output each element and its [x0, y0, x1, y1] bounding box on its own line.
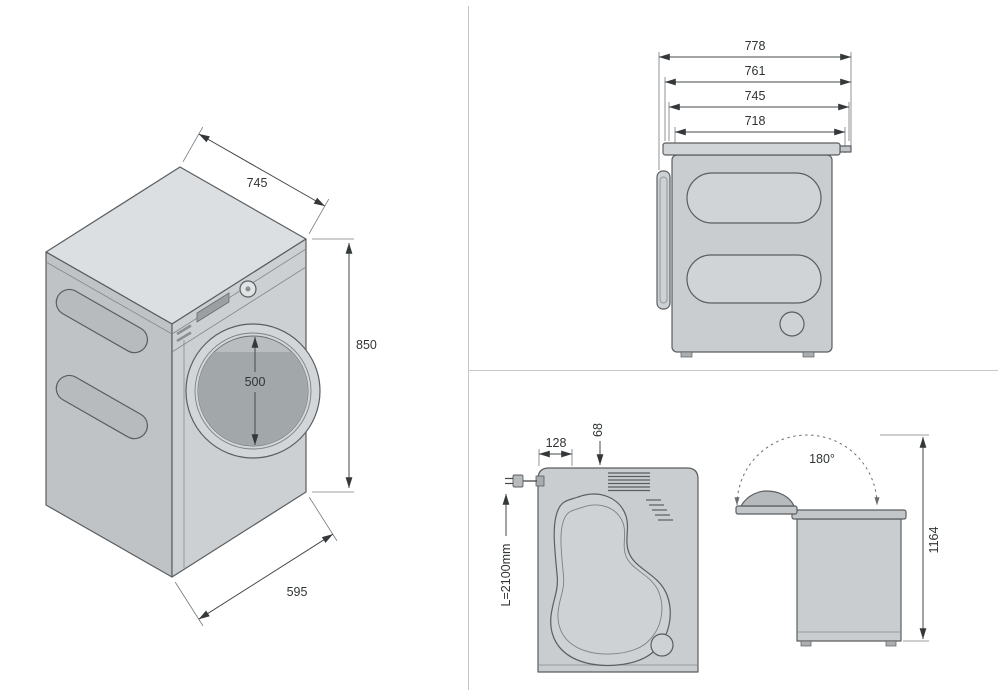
rear-drain-cap	[650, 633, 674, 657]
panel-dividers	[468, 6, 998, 690]
dim-depth: 595	[174, 496, 338, 627]
lid-closed	[791, 509, 907, 520]
dim-top-width: 745	[182, 126, 330, 235]
dim-595-line	[198, 533, 334, 620]
side-panel-capsule-lower	[686, 254, 822, 304]
dim-label-angle: 180°	[809, 452, 835, 466]
worktop-edge-side	[45, 261, 173, 335]
plug-icon	[512, 474, 524, 488]
lid-view-foot-right	[885, 640, 897, 647]
rear-view: L=2100mm 128 68	[499, 423, 699, 673]
dim-door-diameter: 500	[245, 336, 266, 446]
dim-depth-overall: 778	[658, 39, 852, 61]
dim-label-door-diameter: 500	[245, 375, 266, 389]
rear-panel-emboss-outer	[550, 493, 671, 666]
dim-745-line	[198, 133, 326, 207]
worktop	[662, 142, 841, 156]
cord-gland	[535, 475, 545, 487]
side-panel-capsule-upper	[686, 172, 822, 224]
lid-view-foot-left	[800, 640, 812, 647]
dim-label-depth: 595	[287, 585, 308, 599]
door-glass-shade	[197, 352, 308, 446]
dim-label-761: 761	[745, 64, 766, 78]
lid-open-view: 180° 1164	[734, 434, 941, 647]
door-profile-inner	[659, 176, 668, 304]
dim-depth-body: 718	[674, 114, 846, 136]
door-rim	[194, 332, 312, 450]
dim-label-68: 68	[591, 423, 605, 437]
panel-button-1	[176, 324, 192, 336]
dim-depth-2: 761	[664, 64, 852, 86]
lid-open-handle-dome	[740, 490, 795, 507]
drain-cap	[779, 311, 805, 337]
rotation-arc	[734, 434, 880, 506]
lid-open-flat	[735, 505, 798, 515]
display-window	[196, 292, 230, 323]
dim-label-height: 850	[356, 338, 377, 352]
control-knob-center	[245, 286, 251, 292]
side-capsule-upper	[55, 288, 149, 354]
lid-view-body	[796, 518, 902, 642]
dim-label-cord-length: L=2100mm	[499, 544, 513, 607]
dim-label-128: 128	[546, 436, 567, 450]
rear-spacer	[839, 145, 852, 153]
ext-745-right	[308, 198, 330, 235]
power-cord	[505, 474, 545, 488]
dim-cord-offset: 128	[538, 436, 573, 466]
dim-label-745-side: 745	[745, 89, 766, 103]
worktop-edge-front	[171, 248, 307, 335]
foot-rear	[802, 351, 815, 358]
ext-745-left	[182, 126, 204, 163]
vent-grille	[608, 472, 650, 492]
side-view: 778 761 745 718	[656, 39, 852, 358]
vent-steps	[646, 499, 673, 521]
dim-label-718: 718	[745, 114, 766, 128]
door-profile	[656, 170, 671, 310]
panel-button-2	[176, 331, 192, 343]
ext-595-right	[308, 496, 338, 542]
dim-label-778: 778	[745, 39, 766, 53]
ext-595-left	[174, 581, 204, 627]
isometric-view: 500 745 850 595	[45, 126, 377, 627]
dim-height-lid-open: 1164	[880, 434, 941, 642]
dim-label-1164: 1164	[927, 527, 941, 554]
dim-height: 850	[312, 238, 377, 493]
rear-panel-emboss-inner	[558, 505, 662, 654]
dim-vent-offset: 68	[591, 423, 605, 466]
foot-front	[680, 351, 693, 358]
dim-cord-length: L=2100mm	[499, 493, 513, 607]
dim-label-top-width: 745	[247, 176, 268, 190]
dim-depth-3: 745	[668, 89, 850, 111]
side-capsule-lower	[55, 374, 149, 440]
control-panel-seam	[171, 266, 307, 353]
